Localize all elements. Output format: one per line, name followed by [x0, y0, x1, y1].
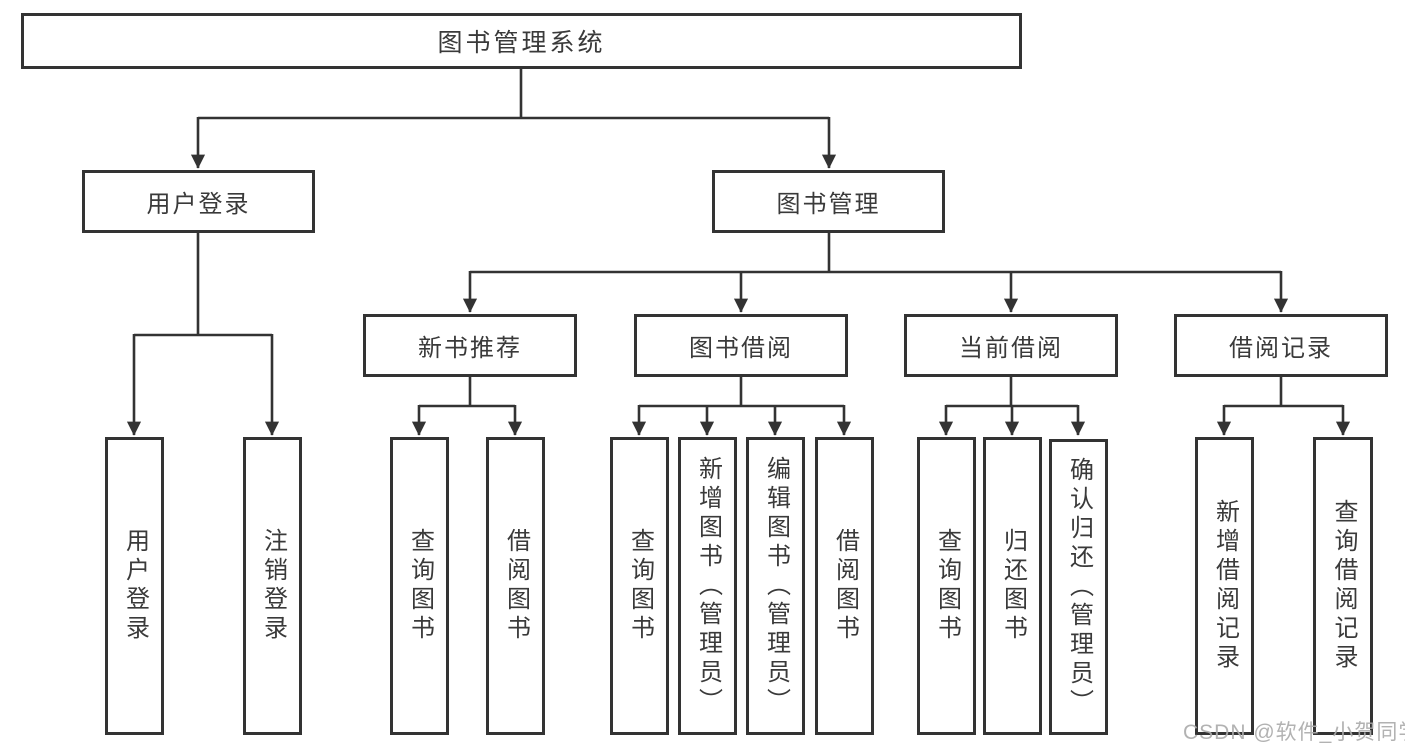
- leaf-query-books-borrowing: 查询图书: [610, 437, 669, 735]
- leaf-borrow-books-recommend: 借阅图书: [486, 437, 545, 735]
- branch-book-management: [470, 233, 1281, 274]
- leaf-user-login: 用户登录: [105, 437, 164, 735]
- branch-root: [198, 69, 829, 120]
- leaf-return-books: 归还图书: [983, 437, 1042, 735]
- branch-book-borrowing: [639, 377, 844, 408]
- leaf-confirm-return-admin: 确认归还（管理员）: [1049, 439, 1108, 735]
- node-book-borrowing: 图书借阅: [634, 314, 848, 377]
- node-book-management: 图书管理: [712, 170, 945, 233]
- node-borrowing-records: 借阅记录: [1174, 314, 1388, 377]
- branch-current-borrowing: [946, 377, 1078, 408]
- leaf-edit-books-admin: 编辑图书（管理员）: [746, 437, 805, 735]
- branch-user-login: [134, 233, 272, 337]
- leaf-add-borrow-record: 新增借阅记录: [1195, 437, 1254, 735]
- branch-new-book-recommendation: [419, 377, 515, 408]
- watermark-csdn: CSDN @软件_小贺同学: [1183, 721, 1405, 744]
- leaf-borrow-books-borrowing: 借阅图书: [815, 437, 874, 735]
- leaf-query-borrow-record: 查询借阅记录: [1313, 437, 1373, 735]
- node-library-management-system: 图书管理系统: [21, 13, 1022, 69]
- leaf-logout-login: 注销登录: [243, 437, 302, 735]
- node-current-borrowing: 当前借阅: [904, 314, 1118, 377]
- node-new-book-recommendation: 新书推荐: [363, 314, 577, 377]
- node-user-login: 用户登录: [82, 170, 315, 233]
- leaf-query-books-current: 查询图书: [917, 437, 976, 735]
- branch-borrowing-records: [1224, 377, 1343, 408]
- leaf-add-books-admin: 新增图书（管理员）: [678, 437, 737, 735]
- leaf-query-books-recommend: 查询图书: [390, 437, 449, 735]
